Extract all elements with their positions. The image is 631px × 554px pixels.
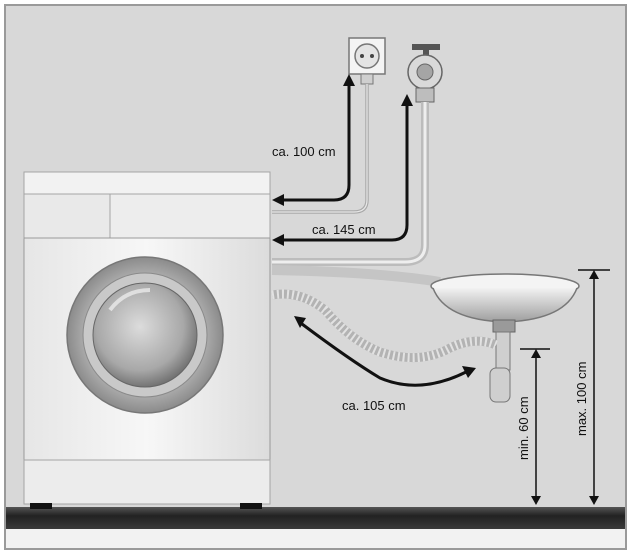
drain-hose-length-label: ca. 105 cm	[342, 398, 406, 413]
washing-machine	[23, 171, 271, 509]
inlet-hose-length-label: ca. 145 cm	[312, 222, 376, 237]
kick-plate	[23, 459, 271, 505]
max-height-dimension	[578, 269, 610, 505]
drain-hose	[271, 289, 498, 363]
floor	[6, 507, 625, 529]
power-cable-length-label: ca. 100 cm	[272, 144, 336, 159]
water-tap	[407, 44, 443, 103]
machine-foot-left	[30, 503, 52, 509]
max-height-label: max. 100 cm	[574, 362, 589, 436]
machine-foot-right	[240, 503, 262, 509]
control-panel	[109, 193, 271, 239]
power-cable-arrow	[272, 74, 355, 206]
drain-hose-arrow	[294, 316, 476, 387]
detergent-drawer	[23, 193, 111, 239]
sink-trap	[489, 331, 511, 403]
machine-top-panel	[23, 171, 271, 195]
min-height-dimension	[520, 348, 550, 505]
inlet-hose-arrow	[272, 94, 413, 246]
power-socket	[348, 37, 386, 85]
floor-base	[6, 529, 625, 548]
min-height-label: min. 60 cm	[516, 396, 531, 460]
door-glass	[92, 282, 198, 388]
sink	[271, 265, 580, 333]
